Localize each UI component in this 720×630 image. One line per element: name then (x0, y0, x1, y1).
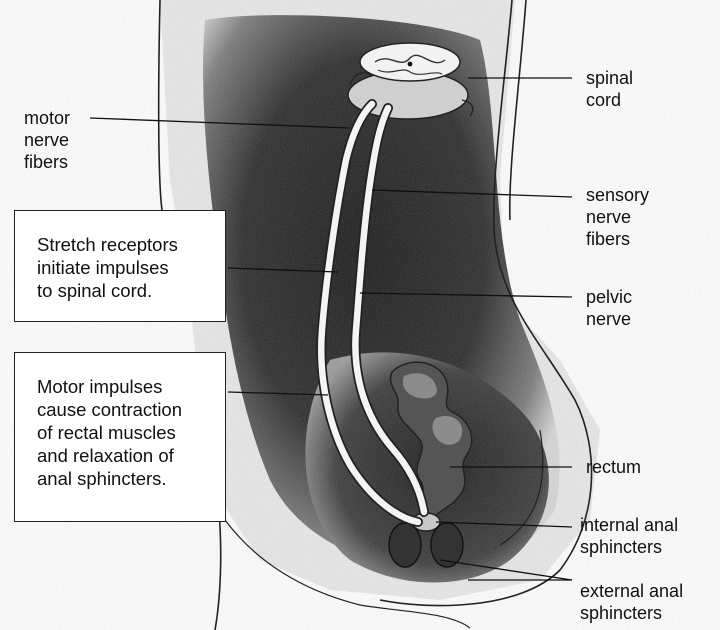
label-external-anal-sphincters: external anal sphincters (580, 580, 683, 624)
label-line: sphincters (580, 602, 683, 624)
label-line: external anal (580, 580, 683, 602)
callout-motor-impulses: Motor impulses cause contraction of rect… (14, 352, 226, 522)
label-line: internal anal (580, 514, 678, 536)
label-spinal-cord: spinal cord (586, 67, 633, 111)
label-line: sphincters (580, 536, 678, 558)
label-internal-anal-sphincters: internal anal sphincters (580, 514, 678, 558)
callout-line: initiate impulses (37, 256, 225, 279)
label-line: nerve (586, 206, 649, 228)
label-line: nerve (24, 129, 70, 151)
label-line: spinal (586, 67, 633, 89)
callout-stretch-receptors: Stretch receptors initiate impulses to s… (14, 210, 226, 322)
label-line: nerve (586, 308, 632, 330)
label-pelvic-nerve: pelvic nerve (586, 286, 632, 330)
label-line: sensory (586, 184, 649, 206)
label-motor-nerve-fibers: motor nerve fibers (24, 107, 70, 173)
label-line: rectum (586, 456, 641, 478)
label-line: fibers (24, 151, 70, 173)
callout-line: to spinal cord. (37, 279, 225, 302)
callout-line: cause contraction (37, 398, 225, 421)
callout-line: Stretch receptors (37, 233, 225, 256)
label-rectum: rectum (586, 456, 641, 478)
label-line: motor (24, 107, 70, 129)
callout-line: and relaxation of (37, 444, 225, 467)
callout-line: anal sphincters. (37, 467, 225, 490)
callout-line: Motor impulses (37, 375, 225, 398)
label-sensory-nerve-fibers: sensory nerve fibers (586, 184, 649, 250)
callout-line: of rectal muscles (37, 421, 225, 444)
label-line: fibers (586, 228, 649, 250)
label-line: cord (586, 89, 633, 111)
label-line: pelvic (586, 286, 632, 308)
